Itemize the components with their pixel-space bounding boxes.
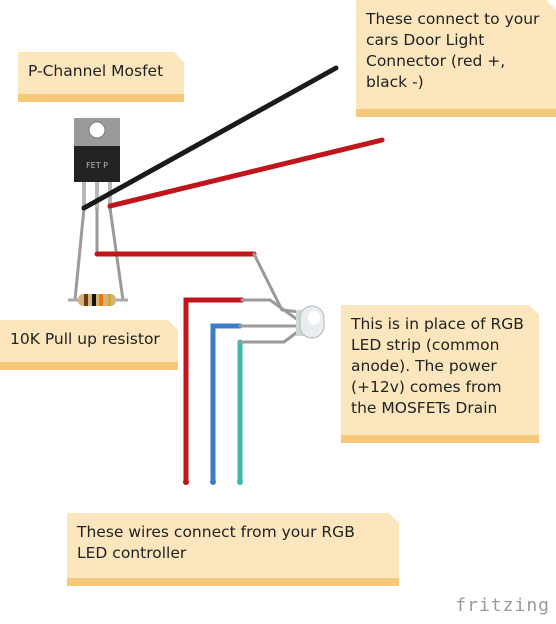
door-light-note-text: These connect to your cars Door Light Co… [366,10,540,91]
wire-red-door [107,137,385,209]
fritzing-logo: fritzing [455,595,550,616]
led-note: This is in place of RGB LED strip (commo… [341,305,539,443]
note-accent [67,578,399,586]
controller-note-text: These wires connect from your RGB LED co… [77,523,355,562]
mosfet-note-text: P-Channel Mosfet [28,62,164,80]
note-accent [0,362,178,370]
rgb-led [296,305,325,339]
resistor-note: 10K Pull up resistor [0,320,178,370]
note-accent [356,109,556,117]
mosfet-note: P-Channel Mosfet [18,52,184,102]
door-light-wires [81,65,385,211]
note-accent [341,435,539,443]
controller-wires [183,297,302,485]
mosfet-component: FET P [74,118,120,182]
pullup-resistor [68,294,128,306]
wire-blue-controller [210,323,243,485]
led-note-text: This is in place of RGB LED strip (commo… [351,315,524,417]
note-accent [18,94,184,102]
resistor-note-text: 10K Pull up resistor [10,330,160,348]
door-light-note: These connect to your cars Door Light Co… [356,0,556,117]
controller-note: These wires connect from your RGB LED co… [67,513,399,586]
drain-wire [94,251,302,314]
wire-red-controller [183,297,245,485]
wire-black-door [81,65,339,211]
mosfet-marking: FET P [86,161,108,170]
